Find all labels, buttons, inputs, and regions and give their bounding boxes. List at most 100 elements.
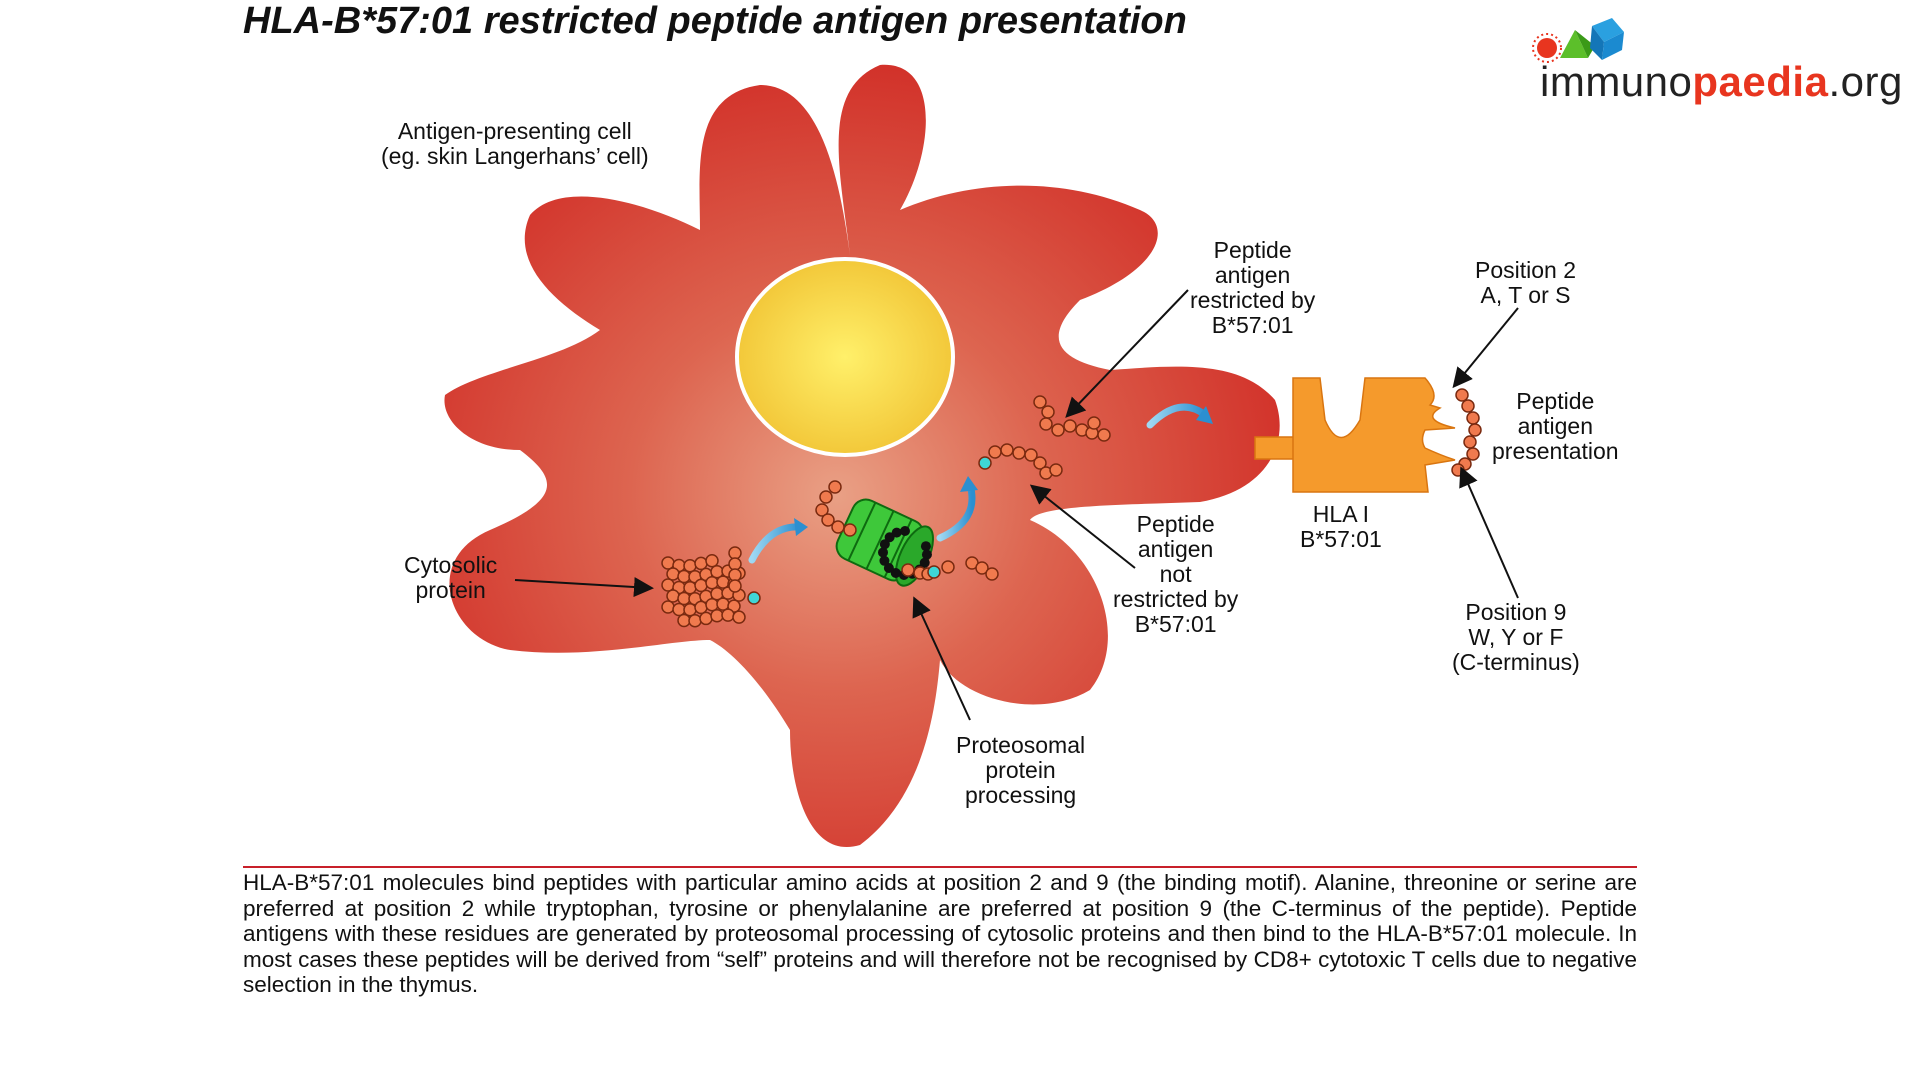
logo-text: immunopaedia.org — [1540, 58, 1903, 106]
peptide-bead — [978, 456, 992, 470]
cell-icon — [444, 64, 1280, 848]
peptide-bead — [728, 579, 742, 593]
peptide-bead — [688, 613, 702, 628]
label-hla-molecule: HLA I B*57:01 — [1300, 502, 1382, 552]
proteasome-ring-bead — [878, 547, 889, 558]
curved-arrow-icon — [748, 403, 1209, 564]
peptide-bead — [1063, 419, 1077, 433]
label-peptide-not-restricted: Peptide antigen not restricted by B*57:0… — [1113, 512, 1238, 637]
peptide-bead — [677, 613, 691, 628]
label-apc-line1: Antigen-presenting cell — [397, 118, 632, 144]
peptide-bead — [985, 567, 999, 581]
peptide-bead — [1012, 446, 1026, 460]
peptide-bead — [843, 523, 857, 537]
peptide-bead — [821, 513, 835, 527]
peptide-bead — [901, 563, 915, 577]
label-not-restricted-line2: antigen — [1137, 536, 1214, 562]
proteasome-icon — [835, 498, 934, 587]
peptide-bead — [975, 561, 989, 575]
page-title: HLA-B*57:01 restricted peptide antigen p… — [243, 0, 1187, 42]
label-position-2: Position 2 A, T or S — [1475, 258, 1576, 308]
peptide-bead — [1051, 423, 1065, 437]
caption-divider — [243, 866, 1637, 868]
peptide-bead — [683, 558, 697, 573]
peptide-bead — [747, 591, 761, 605]
label-proteosomal-line2: protein — [985, 757, 1056, 783]
proteasome-ring-bead — [900, 526, 910, 536]
label-presentation-line2: antigen — [1517, 413, 1594, 439]
proteasome-ring-bead — [879, 539, 890, 550]
label-presentation-line1: Peptide — [1516, 388, 1595, 414]
label-pos9-line3: (C-terminus) — [1452, 649, 1580, 675]
peptide-bead — [1466, 447, 1480, 461]
proteasome-ring-bead — [891, 527, 902, 538]
peptide-bead — [1041, 405, 1055, 419]
peptide-bead — [1461, 399, 1475, 413]
peptide-bead — [1087, 416, 1101, 430]
label-restricted-line3: restricted by — [1190, 287, 1316, 313]
peptide-bead — [1455, 388, 1469, 402]
label-peptide-restricted: Peptide antigen restricted by B*57:01 — [1190, 238, 1315, 338]
label-not-restricted-line1: Peptide — [1136, 511, 1215, 537]
label-proteosomal-line1: Proteosomal — [956, 732, 1086, 758]
hla-molecule-icon — [1254, 377, 1456, 493]
logo-text-part2: paedia — [1692, 58, 1829, 105]
label-not-restricted-line5: B*57:01 — [1134, 611, 1217, 637]
peptide-bead — [683, 602, 697, 617]
label-proteosomal-line3: processing — [964, 782, 1077, 808]
label-restricted-line2: antigen — [1214, 262, 1291, 288]
peptide-bead — [732, 610, 746, 624]
proteasome-ring-bead — [884, 532, 895, 543]
label-restricted-line1: Peptide — [1213, 237, 1292, 263]
peptide-chain-icon — [815, 388, 1482, 581]
peptide-bead — [716, 597, 730, 611]
peptide-bead — [728, 546, 742, 560]
peptide-bead — [694, 600, 708, 615]
peptide-bead — [828, 480, 842, 494]
label-hla-line2: B*57:01 — [1300, 526, 1382, 552]
peptide-bead — [705, 575, 719, 590]
peptide-bead — [672, 602, 686, 617]
logo-cube-icon — [1532, 18, 1624, 63]
diagram-svg — [444, 64, 1519, 848]
logo: immunopaedia.org — [1520, 8, 1920, 108]
cytosolic-protein-clump — [661, 546, 761, 628]
peptide-bead — [666, 589, 680, 603]
label-not-restricted-line3: not — [1159, 561, 1192, 587]
label-restricted-line4: B*57:01 — [1211, 312, 1294, 338]
peptide-bead — [705, 553, 719, 568]
peptide-bead — [661, 578, 675, 592]
peptide-bead — [710, 608, 724, 623]
peptide-bead — [1468, 423, 1482, 437]
peptide-bead — [716, 575, 730, 589]
peptide-bead — [927, 565, 941, 579]
label-position-9: Position 9 W, Y or F (C-terminus) — [1452, 600, 1580, 675]
peptide-bead — [694, 578, 708, 593]
peptide-bead — [1024, 448, 1038, 462]
peptide-bead — [1033, 456, 1047, 470]
peptide-bead — [683, 580, 697, 595]
peptide-bead — [1039, 417, 1053, 431]
peptide-bead — [677, 591, 691, 606]
label-cytosolic-protein: Cytosolic protein — [404, 553, 497, 603]
label-pos9-line1: Position 9 — [1465, 599, 1567, 625]
peptide-bead — [1000, 443, 1014, 457]
peptide-bead — [941, 560, 955, 574]
peptide-bead — [988, 445, 1002, 459]
logo-text-part3: .org — [1828, 58, 1903, 105]
nucleus-icon — [735, 257, 955, 457]
peptide-bead — [819, 490, 833, 504]
peptide-bead — [666, 567, 680, 581]
label-peptide-presentation: Peptide antigen presentation — [1492, 389, 1619, 464]
label-proteosomal-processing: Proteosomal protein processing — [956, 733, 1085, 808]
caption-text: HLA-B*57:01 molecules bind peptides with… — [243, 870, 1637, 997]
proteasome-ring-bead — [879, 555, 890, 566]
peptide-bead — [705, 597, 719, 612]
proteasome-ring-bead — [883, 562, 894, 573]
peptide-bead — [728, 557, 742, 571]
logo-text-part1: immuno — [1540, 58, 1693, 105]
peptide-bead — [1033, 395, 1047, 409]
peptide-bead — [661, 600, 675, 614]
label-antigen-presenting-cell: Antigen-presenting cell (eg. skin Langer… — [381, 119, 649, 169]
